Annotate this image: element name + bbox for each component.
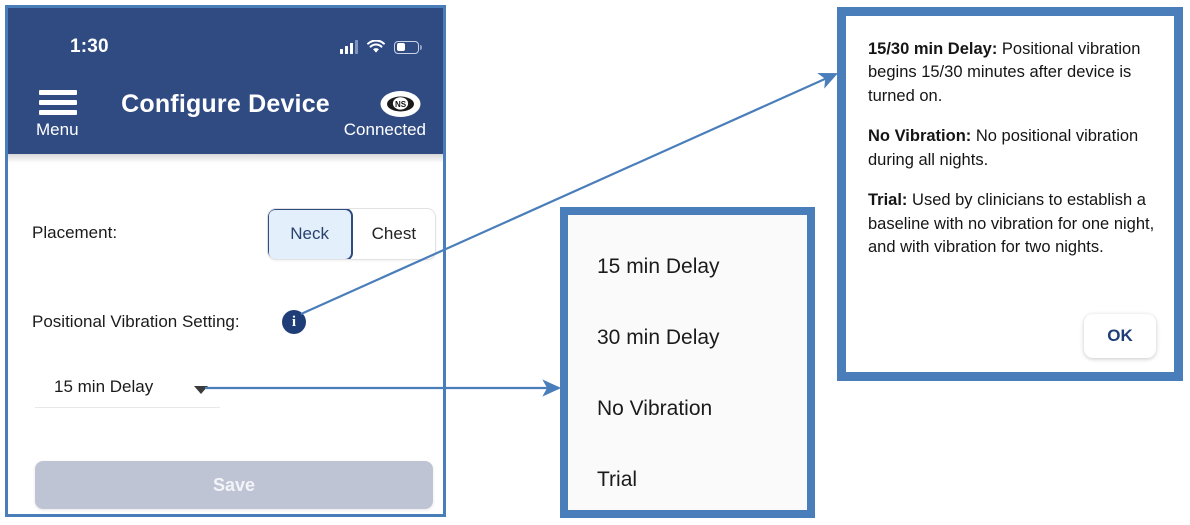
battery-icon: [394, 40, 422, 54]
list-item[interactable]: 30 min Delay: [597, 326, 720, 349]
ok-button[interactable]: OK: [1084, 314, 1156, 358]
vibration-setting-label: Positional Vibration Setting:: [32, 312, 240, 331]
page-title: Configure Device: [121, 90, 330, 118]
info-text-1: No positional vibration during all night…: [868, 127, 1139, 169]
info-term-2: Trial:: [868, 191, 908, 210]
placement-segmented-control[interactable]: Neck Chest: [267, 208, 436, 260]
info-paragraph-0: 15/30 min Delay: Positional vibration be…: [868, 38, 1156, 108]
list-item[interactable]: 15 min Delay: [597, 255, 720, 278]
info-term-0: 15/30 min Delay:: [868, 40, 998, 58]
info-text-0: Positional vibration begins 15/30 minute…: [868, 40, 1141, 105]
placement-label: Placement:: [32, 223, 118, 242]
phone-mockup: 1:30 Menu Configure Dev: [5, 5, 446, 517]
hamburger-menu-icon[interactable]: [39, 90, 77, 116]
header-shadow: [8, 154, 443, 163]
status-bar-icons: [340, 38, 422, 56]
cellular-signal-icon: [340, 40, 358, 54]
status-bar-clock: 1:30: [70, 36, 109, 57]
info-paragraph-2: Trial: Used by clinicians to establish a…: [868, 189, 1156, 259]
svg-text:NS: NS: [395, 100, 407, 109]
placement-option-chest[interactable]: Chest: [352, 209, 435, 259]
info-term-1: No Vibration:: [868, 127, 972, 146]
info-paragraph-1: No Vibration: No positional vibration du…: [868, 125, 1156, 172]
wifi-icon: [367, 39, 385, 54]
dropdown-options-callout: 15 min Delay 30 min Delay No Vibration T…: [560, 207, 815, 518]
dropdown-selected-value: 15 min Delay: [54, 377, 154, 396]
info-icon[interactable]: i: [282, 310, 306, 334]
list-item[interactable]: No Vibration: [597, 397, 713, 420]
placement-option-neck[interactable]: Neck: [268, 209, 353, 259]
list-item[interactable]: Trial: [597, 468, 638, 491]
info-dialog-body: 15/30 min Delay: Positional vibration be…: [868, 38, 1156, 276]
ns-brand-logo: NS: [380, 90, 421, 118]
menu-label[interactable]: Menu: [36, 120, 79, 139]
info-text-2: Used by clinicians to establish a baseli…: [868, 191, 1155, 256]
vibration-setting-dropdown[interactable]: 15 min Delay: [35, 373, 220, 408]
info-dialog-callout: 15/30 min Delay: Positional vibration be…: [837, 7, 1183, 381]
save-button[interactable]: Save: [35, 461, 433, 509]
chevron-down-icon: [194, 386, 208, 394]
status-bar: 1:30: [8, 8, 443, 70]
nav-bar: Menu Configure Device NS Connected: [8, 70, 443, 154]
connection-status: Connected: [343, 120, 426, 139]
